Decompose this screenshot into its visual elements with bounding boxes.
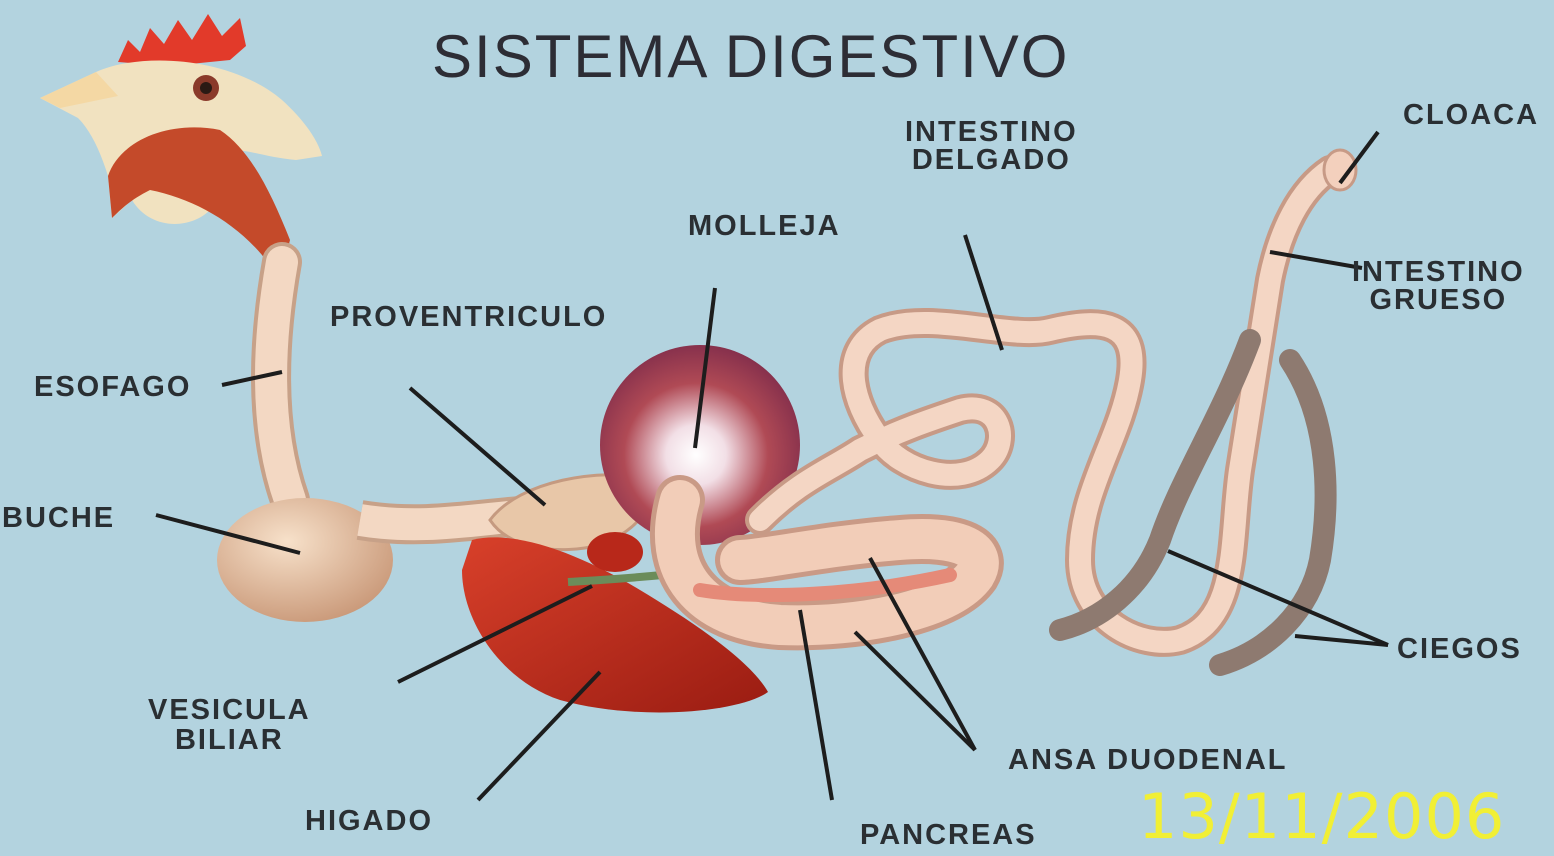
label-proventriculo: PROVENTRICULO	[330, 302, 607, 332]
diagram-title: SISTEMA DIGESTIVO	[432, 22, 1069, 91]
label-higado: HIGADO	[305, 806, 433, 836]
label-buche: BUCHE	[2, 503, 115, 533]
label-pancreas: PANCREAS	[860, 820, 1037, 850]
label-vesicula-biliar-line2: BILIAR	[148, 725, 311, 755]
chicken-head	[40, 14, 322, 280]
date-stamp: 13/11/2006	[1138, 780, 1505, 853]
label-intestino-delgado-line1: INTESTINO	[905, 118, 1078, 146]
label-cloaca: CLOACA	[1403, 100, 1539, 130]
label-molleja: MOLLEJA	[688, 211, 841, 241]
label-intestino-delgado-line2: DELGADO	[905, 146, 1078, 174]
label-esofago: ESOFAGO	[34, 372, 191, 402]
label-intestino-grueso: INTESTINO GRUESO	[1352, 258, 1525, 314]
label-vesicula-biliar: VESICULA BILIAR	[148, 695, 311, 755]
label-ciegos: CIEGOS	[1397, 634, 1522, 664]
label-vesicula-biliar-line1: VESICULA	[148, 695, 311, 725]
label-intestino-delgado: INTESTINO DELGADO	[905, 118, 1078, 174]
spleen-organ	[587, 532, 643, 572]
label-intestino-grueso-line2: GRUESO	[1352, 286, 1525, 314]
label-ansa-duodenal: ANSA DUODENAL	[1008, 745, 1287, 775]
label-intestino-grueso-line1: INTESTINO	[1352, 258, 1525, 286]
